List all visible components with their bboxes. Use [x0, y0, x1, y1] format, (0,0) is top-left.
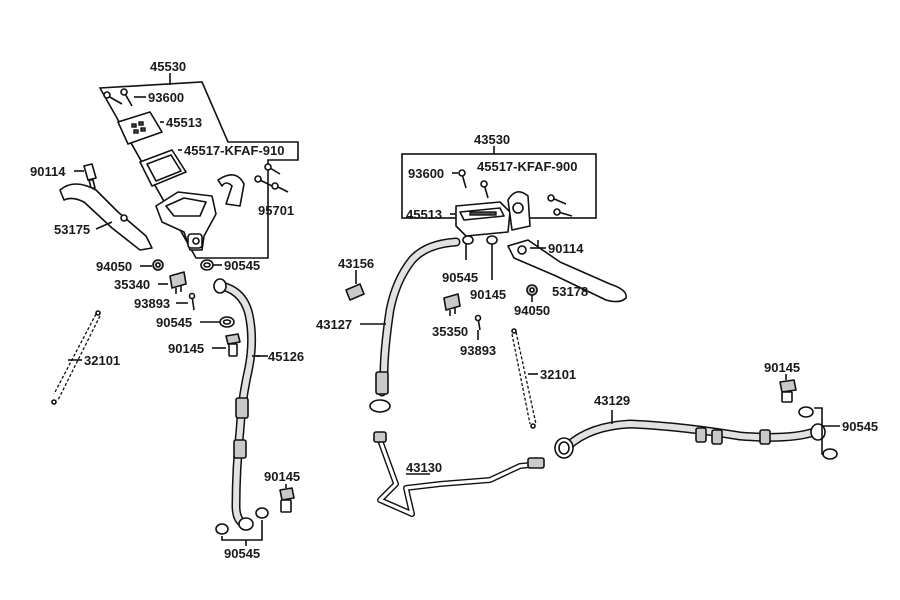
label-45530: 45530 — [150, 59, 186, 74]
bolt-right-a — [547, 194, 567, 205]
brake-hose-45126 — [213, 278, 257, 531]
bracket-45530 — [98, 81, 299, 259]
label-35350: 35350 — [432, 324, 468, 339]
banjo-bolt-90145-right — [779, 379, 797, 403]
screw-93600-right-b — [480, 180, 489, 199]
label-90145-right-top: 90145 — [470, 287, 506, 302]
label-32101-left: 32101 — [84, 353, 120, 368]
screw-93600-a — [103, 91, 123, 105]
clip-43156 — [345, 283, 365, 301]
label-90145-right: 90145 — [764, 360, 800, 375]
stop-switch-35340 — [169, 271, 187, 294]
label-95701: 95701 — [258, 203, 294, 218]
wire-32101-left — [51, 310, 101, 405]
label-90545-right: 90545 — [842, 419, 878, 434]
washer-90545-right-b — [822, 448, 838, 460]
label-94050-right: 94050 — [514, 303, 550, 318]
label-93600-right: 93600 — [408, 166, 444, 181]
nut-94050-right — [526, 284, 538, 296]
screw-93600-right-a — [458, 169, 467, 189]
label-43127: 43127 — [316, 317, 352, 332]
label-93893-right: 93893 — [460, 343, 496, 358]
label-93600-left: 93600 — [148, 90, 184, 105]
label-53175: 53175 — [54, 222, 90, 237]
brake-lever-53178 — [507, 239, 627, 303]
washer-90545-left-top — [200, 259, 214, 271]
brake-hose-43129 — [554, 419, 826, 459]
label-90545-left-mid: 90545 — [156, 315, 192, 330]
screw-93893-right — [474, 314, 482, 331]
label-35340: 35340 — [114, 277, 150, 292]
group-43530 — [345, 146, 840, 517]
label-90145-left-top: 90145 — [168, 341, 204, 356]
label-45517-kfaf-900: 45517-KFAF-900 — [477, 159, 577, 174]
label-90114-left: 90114 — [30, 164, 66, 179]
label-43129: 43129 — [594, 393, 630, 408]
label-45513-right: 45513 — [406, 207, 442, 222]
label-53178: 53178 — [552, 284, 588, 299]
label-45126: 45126 — [268, 349, 304, 364]
master-cylinder-body-right — [455, 191, 531, 237]
label-43530: 43530 — [474, 132, 510, 147]
label-32101-right: 32101 — [540, 367, 576, 382]
bolt-95701-a — [254, 175, 273, 187]
washer-90545-right-a — [798, 406, 814, 418]
diaphragm-45517-kfaf-910 — [139, 149, 187, 187]
label-94050-left: 94050 — [96, 259, 132, 274]
label-43130: 43130 — [406, 460, 442, 475]
bolt-right-b — [553, 208, 573, 217]
brake-lever-53175 — [59, 183, 153, 251]
bolt-95701-c — [271, 182, 289, 193]
label-45513-left: 45513 — [166, 115, 202, 130]
nut-94050-left — [152, 259, 164, 271]
bolt-90114-left — [83, 163, 97, 189]
screw-93600-b — [120, 88, 133, 107]
label-90545-right-top: 90545 — [442, 270, 478, 285]
brake-pipe-43130 — [373, 431, 545, 517]
label-90114-right: 90114 — [548, 241, 584, 256]
brake-hose-43127 — [369, 237, 461, 413]
label-93893-left: 93893 — [134, 296, 170, 311]
label-90545-left-bottom: 90545 — [224, 546, 260, 561]
washer-90545-left-bottom-a — [215, 523, 229, 535]
handlebar-clamp-left — [217, 174, 245, 207]
label-90545-left-top: 90545 — [224, 258, 260, 273]
group-45530 — [51, 73, 299, 546]
label-45517-kfaf-910: 45517-KFAF-910 — [184, 143, 284, 158]
stop-switch-35350 — [443, 293, 461, 316]
bolt-95701-b — [264, 163, 281, 175]
master-cylinder-body-left — [155, 191, 217, 251]
banjo-bolt-90145-left-bottom — [279, 487, 295, 513]
reservoir-cover-45513 — [117, 111, 163, 145]
banjo-bolt-90145-left-top — [225, 333, 241, 357]
screw-93893-left — [188, 292, 196, 311]
wire-32101-right — [511, 328, 537, 429]
label-90145-left-bottom: 90145 — [264, 469, 300, 484]
label-43156: 43156 — [338, 256, 374, 271]
washer-90545-left-bottom-b — [255, 507, 269, 519]
washer-90545-left-mid — [219, 316, 235, 328]
